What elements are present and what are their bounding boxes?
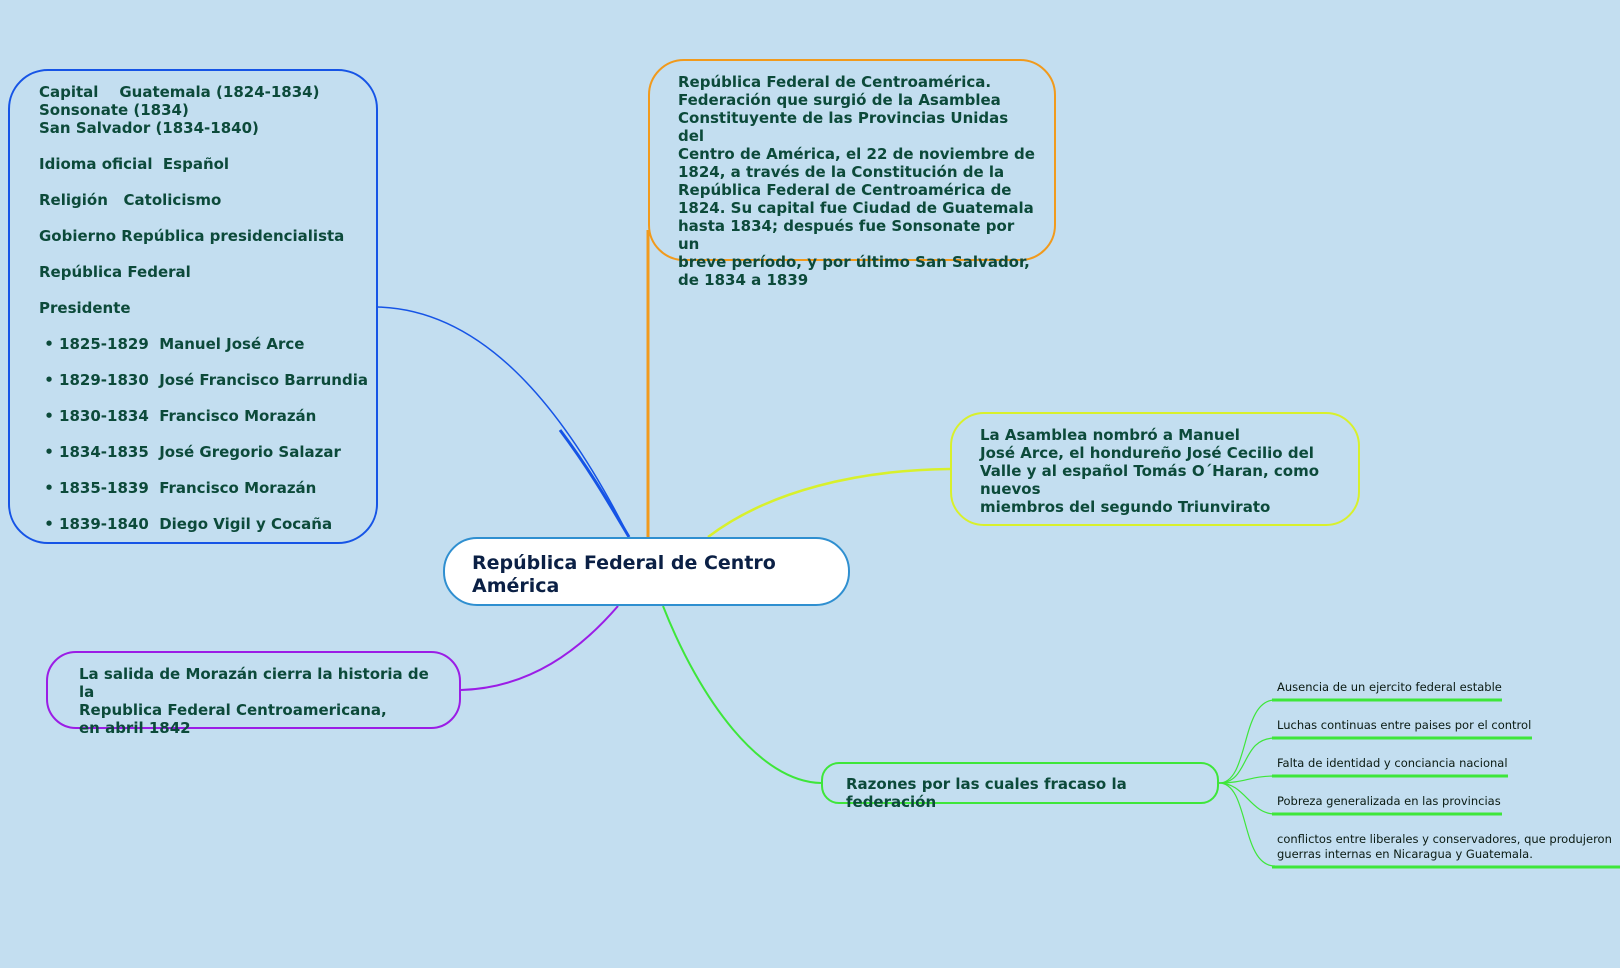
description-text: República Federal de Centroamérica. Fede… <box>678 73 1035 289</box>
info-branch-line-thick <box>558 429 631 538</box>
reason-underlines <box>1272 698 1620 869</box>
description-node[interactable]: República Federal de Centroamérica. Fede… <box>648 59 1056 289</box>
info-spacer <box>39 425 356 443</box>
info-line: Religión Catolicismo <box>39 191 222 209</box>
info-line: Gobierno República presidencialista <box>39 227 345 245</box>
asamblea-node[interactable]: La Asamblea nombró a Manuel José Arce, e… <box>950 412 1360 526</box>
info-line: Presidente <box>39 299 131 317</box>
razones-branch-line <box>662 605 822 784</box>
central-topic-text: República Federal de Centro América <box>472 552 776 597</box>
info-spacer <box>39 137 356 155</box>
salida-text: La salida de Morazán cierra la historia … <box>79 665 429 737</box>
info-line: Capital Guatemala (1824-1834) <box>39 83 320 101</box>
info-spacer <box>39 209 356 227</box>
salida-branch-line <box>460 605 619 691</box>
info-spacer <box>39 281 356 299</box>
info-spacer <box>39 461 356 479</box>
info-line: • 1839-1840 Diego Vigil y Cocaña <box>39 515 333 533</box>
info-spacer <box>39 173 356 191</box>
info-branch-line <box>377 306 630 538</box>
info-line: • 1825-1829 Manuel José Arce <box>39 335 305 353</box>
info-line: República Federal <box>39 263 191 281</box>
info-line: Idioma oficial Español <box>39 155 230 173</box>
asamblea-branch-line <box>707 467 951 538</box>
reason-item[interactable]: Falta de identidad y conciancia nacional <box>1277 756 1508 770</box>
reason-connectors <box>1218 699 1276 867</box>
info-line: • 1834-1835 José Gregorio Salazar <box>39 443 341 461</box>
salida-node[interactable]: La salida de Morazán cierra la historia … <box>46 651 461 737</box>
reason-item[interactable]: conflictos entre liberales y conservador… <box>1277 832 1612 861</box>
razones-title: Razones por las cuales fracaso la federa… <box>846 775 1127 811</box>
info-line: • 1835-1839 Francisco Morazán <box>39 479 317 497</box>
info-line: • 1829-1830 José Francisco Barrundia <box>39 371 368 389</box>
info-line: Sonsonate (1834) <box>39 101 189 119</box>
razones-node[interactable]: Razones por las cuales fracaso la federa… <box>821 762 1219 811</box>
info-spacer <box>39 497 356 515</box>
info-spacer <box>39 353 356 371</box>
reason-item[interactable]: Pobreza generalizada en las provincias <box>1277 794 1501 808</box>
info-line: • 1830-1834 Francisco Morazán <box>39 407 317 425</box>
info-node[interactable]: Capital Guatemala (1824-1834)Sonsonate (… <box>8 69 378 544</box>
info-spacer <box>39 389 356 407</box>
asamblea-text: La Asamblea nombró a Manuel José Arce, e… <box>980 426 1320 516</box>
reason-item[interactable]: Luchas continuas entre paises por el con… <box>1277 718 1532 732</box>
reason-item[interactable]: Ausencia de un ejercito federal estable <box>1277 680 1502 694</box>
info-spacer <box>39 245 356 263</box>
info-line: San Salvador (1834-1840) <box>39 119 259 137</box>
info-spacer <box>39 317 356 335</box>
central-topic-node[interactable]: República Federal de Centro América <box>443 537 850 606</box>
